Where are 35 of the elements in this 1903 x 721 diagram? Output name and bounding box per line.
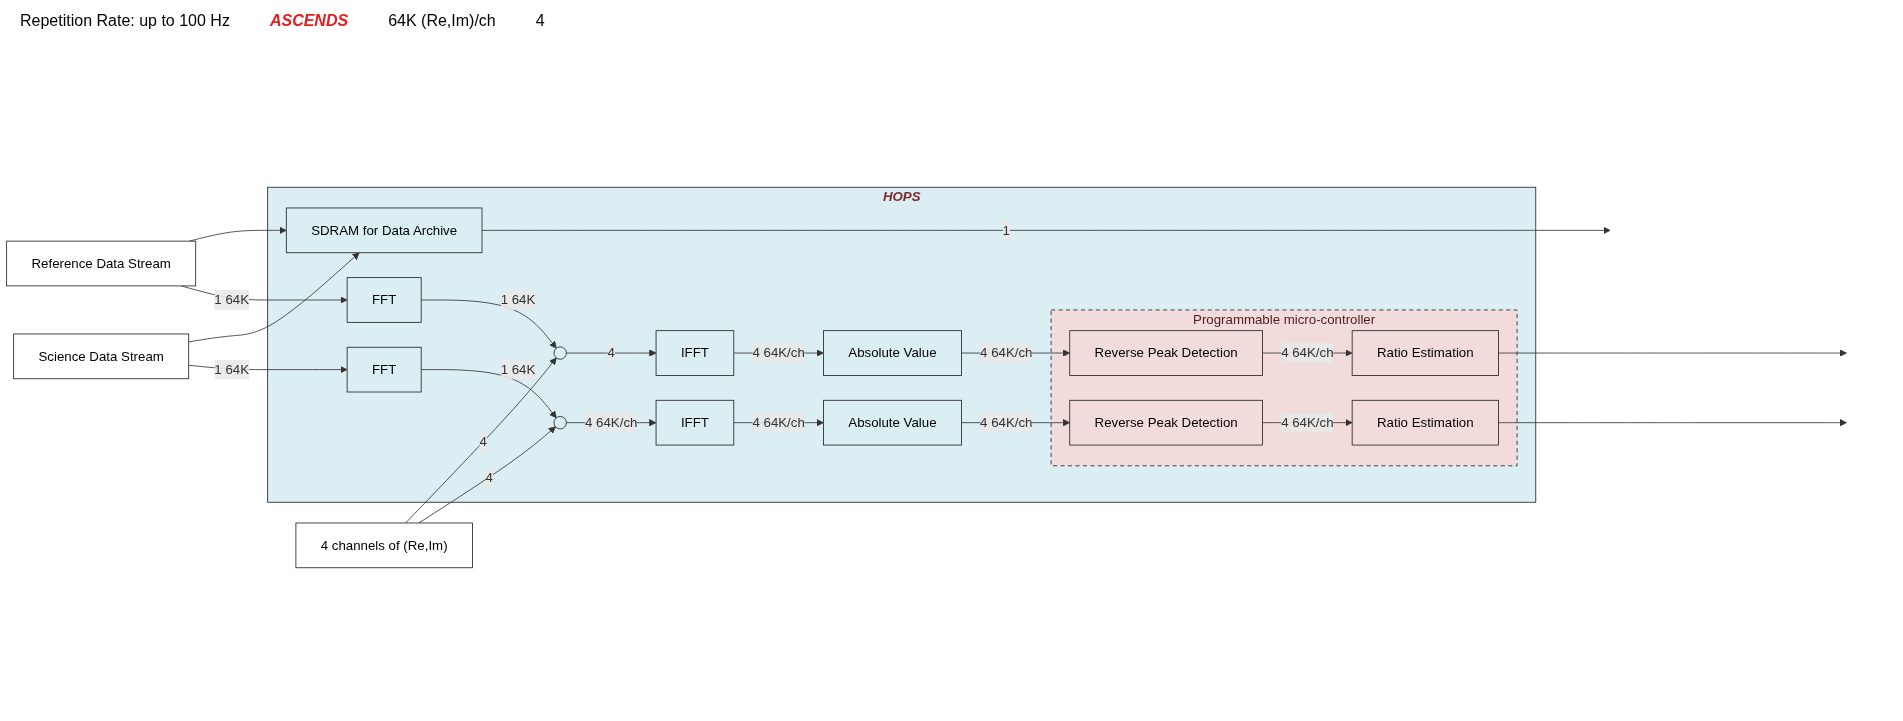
bus-width-label: 4	[535, 12, 545, 30]
node-box: IFFT	[655, 330, 735, 376]
node-box: Science Data Stream	[13, 333, 190, 380]
node-box: SDRAM for Data Archive	[285, 207, 483, 254]
node-box: Reference Data Stream	[6, 240, 197, 287]
node-box: Ratio Estimation	[1351, 399, 1499, 446]
edge-label: 1	[1002, 222, 1010, 237]
note-text: Repetition Rate: up to 100 Hz	[20, 12, 230, 30]
edge-label: 4 64K/ch	[1281, 415, 1334, 430]
edge-label: 4 64K/ch	[980, 345, 1033, 360]
edge-label: 4	[485, 470, 493, 485]
edge-label: 4 64K/ch	[585, 415, 638, 430]
edge-label: 4 64K/ch	[752, 345, 805, 360]
node-box: Ratio Estimation	[1351, 330, 1499, 376]
edge-label: 1 64K	[500, 362, 536, 377]
edge-label: 1 64K	[214, 362, 250, 377]
mission-label: ASCENDS	[269, 12, 349, 30]
node-box: IFFT	[655, 399, 735, 446]
edge-label: 4	[607, 345, 615, 360]
edge-label: 1 64K	[214, 292, 250, 307]
edge-label: 4	[479, 434, 487, 449]
node-box: FFT	[346, 346, 422, 393]
node-box: Absolute Value	[823, 330, 962, 376]
node-box: Reverse Peak Detection	[1069, 399, 1263, 446]
edge-label: 4 64K/ch	[980, 415, 1033, 430]
node-circle	[553, 346, 567, 360]
node-box: 4 channels of (Re,Im)	[295, 522, 473, 569]
edge-label: 1 64K	[500, 292, 536, 307]
bus-width-label: 64K (Re,Im)/ch	[388, 12, 496, 30]
edge-label: 4 64K/ch	[752, 415, 805, 430]
node-box: Reverse Peak Detection	[1069, 330, 1263, 376]
node-box: Absolute Value	[823, 399, 962, 446]
edge-label: 4 64K/ch	[1281, 345, 1334, 360]
node-circle	[553, 416, 567, 430]
node-box: FFT	[346, 277, 422, 323]
